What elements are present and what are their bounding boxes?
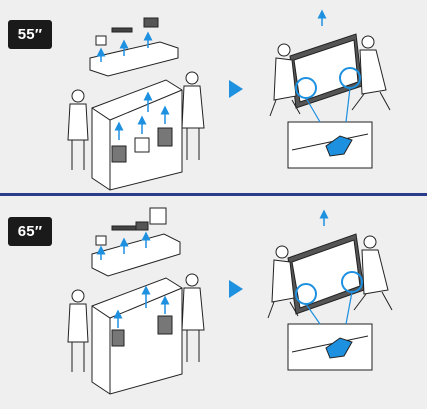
accessory-remote-icon — [111, 27, 133, 33]
arrow-right-icon — [229, 280, 243, 298]
foam-top-piece — [89, 41, 179, 77]
accessory-box-icon — [95, 235, 107, 246]
foam-block-right — [157, 315, 173, 335]
person-icon — [67, 89, 89, 170]
box-icon — [91, 277, 183, 395]
unboxing-illustration — [67, 9, 391, 191]
accessory-box-icon — [95, 35, 107, 46]
person-icon — [181, 71, 205, 160]
accessory-remote-icon — [111, 225, 137, 231]
person-icon — [181, 273, 205, 362]
panel-55-inch: 55″ — [0, 0, 427, 193]
foam-block-left — [111, 329, 125, 347]
accessory-pack-icon — [143, 17, 159, 28]
person-icon — [269, 43, 301, 117]
hand-icon — [325, 337, 353, 359]
person-icon — [267, 245, 299, 319]
foam-block-center — [134, 137, 150, 153]
foam-block-left — [111, 145, 127, 163]
accessory-stand-icon — [149, 207, 167, 225]
size-badge: 65″ — [8, 217, 52, 246]
accessory-pack-icon — [135, 221, 149, 231]
person-icon — [353, 235, 393, 311]
foam-block-right — [157, 127, 173, 147]
unboxing-illustration — [67, 207, 393, 395]
section-divider — [0, 193, 427, 196]
person-icon — [351, 35, 391, 111]
size-badge: 55″ — [8, 20, 52, 49]
panel-65-inch: 65″ — [0, 196, 427, 409]
person-icon — [67, 289, 89, 372]
hand-icon — [325, 135, 353, 157]
arrow-right-icon — [229, 80, 243, 98]
foam-top-piece — [91, 233, 181, 277]
